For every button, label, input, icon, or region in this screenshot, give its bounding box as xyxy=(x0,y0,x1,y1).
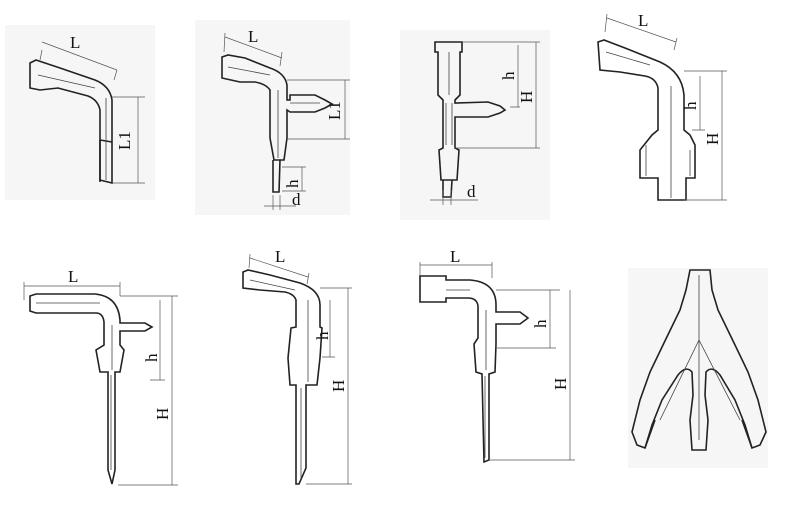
label-h: h xyxy=(499,71,518,80)
label-H: H xyxy=(703,133,722,145)
label-L: L xyxy=(248,27,258,46)
figure-8-three-way-distributor xyxy=(628,268,768,468)
label-L: L xyxy=(638,11,648,30)
label-H: H xyxy=(517,91,536,103)
label-H: H xyxy=(551,378,570,390)
figure-5-vacuum-adapter-long-stem: L h H xyxy=(23,267,178,486)
label-h: h xyxy=(531,319,550,328)
label-L: L xyxy=(68,267,78,286)
figure-2-vacuum-adapter: L L1 h d xyxy=(195,20,350,215)
label-L: L xyxy=(70,33,80,52)
label-h: h xyxy=(142,353,161,362)
label-d: d xyxy=(292,190,301,209)
figure-7-vacuum-adapter-elbow: L h H xyxy=(419,247,575,464)
label-h: h xyxy=(283,179,302,188)
figure-6-bent-adapter-long-stem: L h H xyxy=(242,247,352,485)
label-L: L xyxy=(450,247,460,266)
figure-1-bent-adapter: L L1 xyxy=(5,25,155,200)
label-d: d xyxy=(467,182,476,201)
label-h: h xyxy=(681,101,700,110)
label-H: H xyxy=(329,380,348,392)
figure-3-straight-vacuum-adapter: h H d xyxy=(400,30,550,220)
label-L1: L1 xyxy=(115,131,134,150)
label-h: h xyxy=(313,331,332,340)
figure-4-bent-adapter-with-skirt: L h H xyxy=(597,11,727,201)
label-L1: L1 xyxy=(325,101,344,120)
label-H: H xyxy=(153,408,172,420)
label-L: L xyxy=(275,247,285,266)
